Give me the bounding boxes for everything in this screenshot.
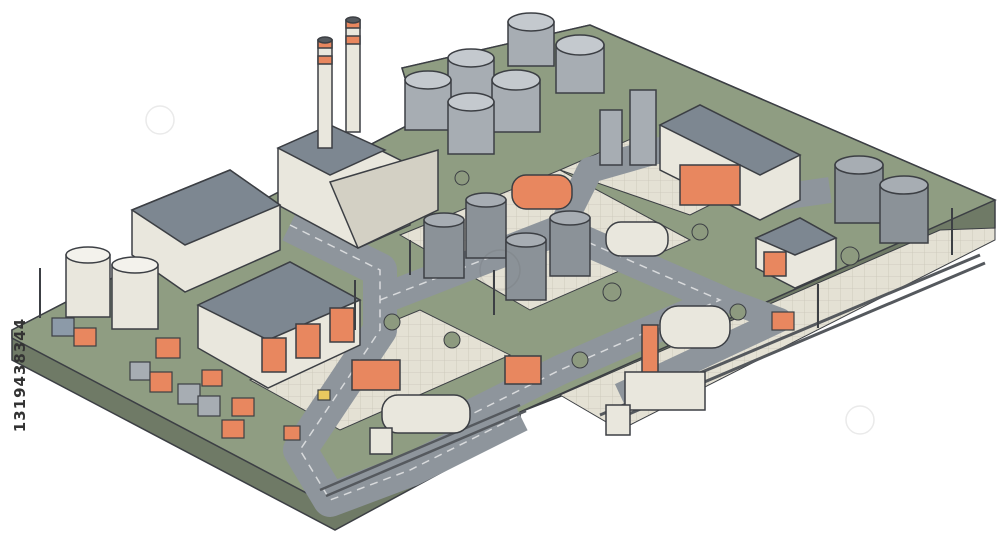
trees	[383, 170, 860, 369]
shed-right	[754, 217, 838, 289]
tank-farm-top	[404, 12, 605, 155]
stock-id-label: 1319438344	[2, 300, 38, 450]
factory-main	[276, 16, 439, 250]
cargo-crates	[51, 311, 795, 441]
central-silos	[423, 192, 591, 301]
storage-tanks-left	[65, 246, 159, 330]
tanks-right	[834, 155, 929, 244]
orange-tank-truck	[511, 174, 573, 210]
factory-right	[599, 89, 802, 221]
vehicles	[351, 221, 731, 455]
lamp-posts	[39, 208, 953, 330]
adobe-stock-watermark-icon	[145, 105, 875, 435]
warehouse-left	[130, 169, 282, 293]
garage-depot	[196, 261, 362, 389]
stock-id-text: 1319438344	[11, 317, 29, 433]
